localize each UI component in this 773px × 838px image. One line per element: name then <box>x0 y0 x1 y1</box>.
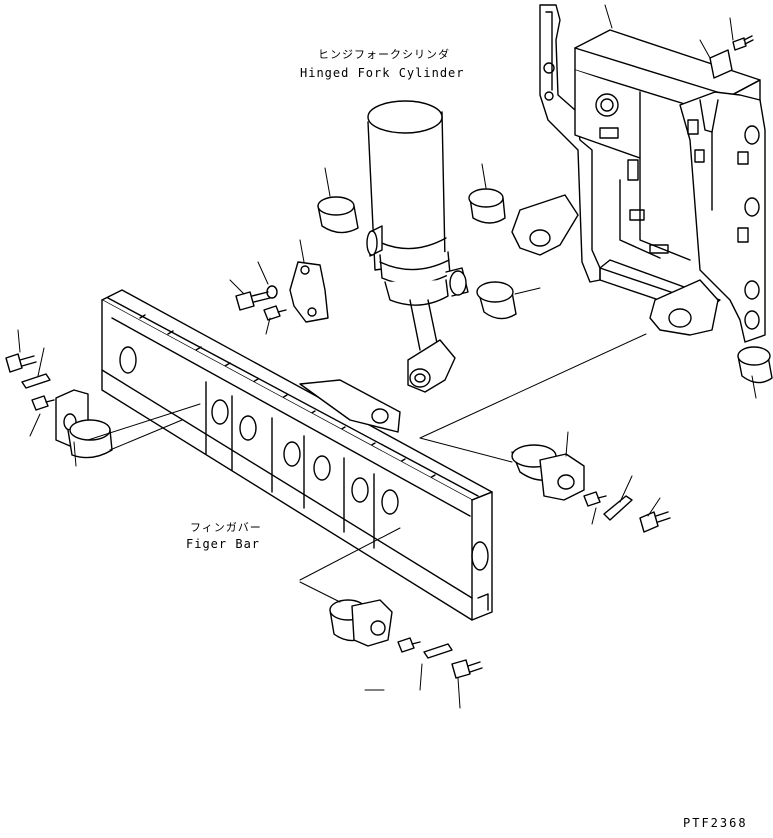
washer-bracket <box>267 286 277 298</box>
grease-nipple-left <box>32 396 54 410</box>
bushing-center <box>469 189 505 223</box>
lock-plate-bottom <box>424 644 452 658</box>
bushing-right <box>738 347 772 383</box>
pin-left <box>56 390 112 458</box>
pin-bottom <box>330 600 392 646</box>
bolt-right <box>640 512 670 532</box>
grease-nipple-bracket <box>264 306 286 320</box>
lock-plate-right <box>604 496 632 520</box>
bushing-left <box>318 197 358 233</box>
leader-lines <box>18 5 756 708</box>
cylinder-label-japanese: ヒンジフォークシリンダ <box>318 48 450 61</box>
bolt-bracket <box>236 292 270 310</box>
finger-bar <box>102 290 492 620</box>
hinged-fork-cylinder <box>367 101 468 392</box>
screw-top-right <box>733 36 753 50</box>
pin-right <box>512 445 584 500</box>
cylinder-label-english: Hinged Fork Cylinder <box>300 66 465 80</box>
finger-bar-label-japanese: フィンガバー <box>190 521 262 534</box>
grease-nipple-bottom <box>398 638 420 652</box>
label-plate <box>710 50 732 78</box>
bolt-left <box>6 354 36 372</box>
drawing-code: PTF2368 <box>683 816 748 830</box>
bushing-lower <box>477 282 516 319</box>
clamp-bracket <box>290 262 328 322</box>
bolt-bottom <box>452 660 482 678</box>
carriage-frame <box>512 5 765 342</box>
grease-nipple-right <box>584 492 606 506</box>
finger-bar-label-english: Figer Bar <box>186 537 261 551</box>
lock-plate-left <box>22 374 50 388</box>
